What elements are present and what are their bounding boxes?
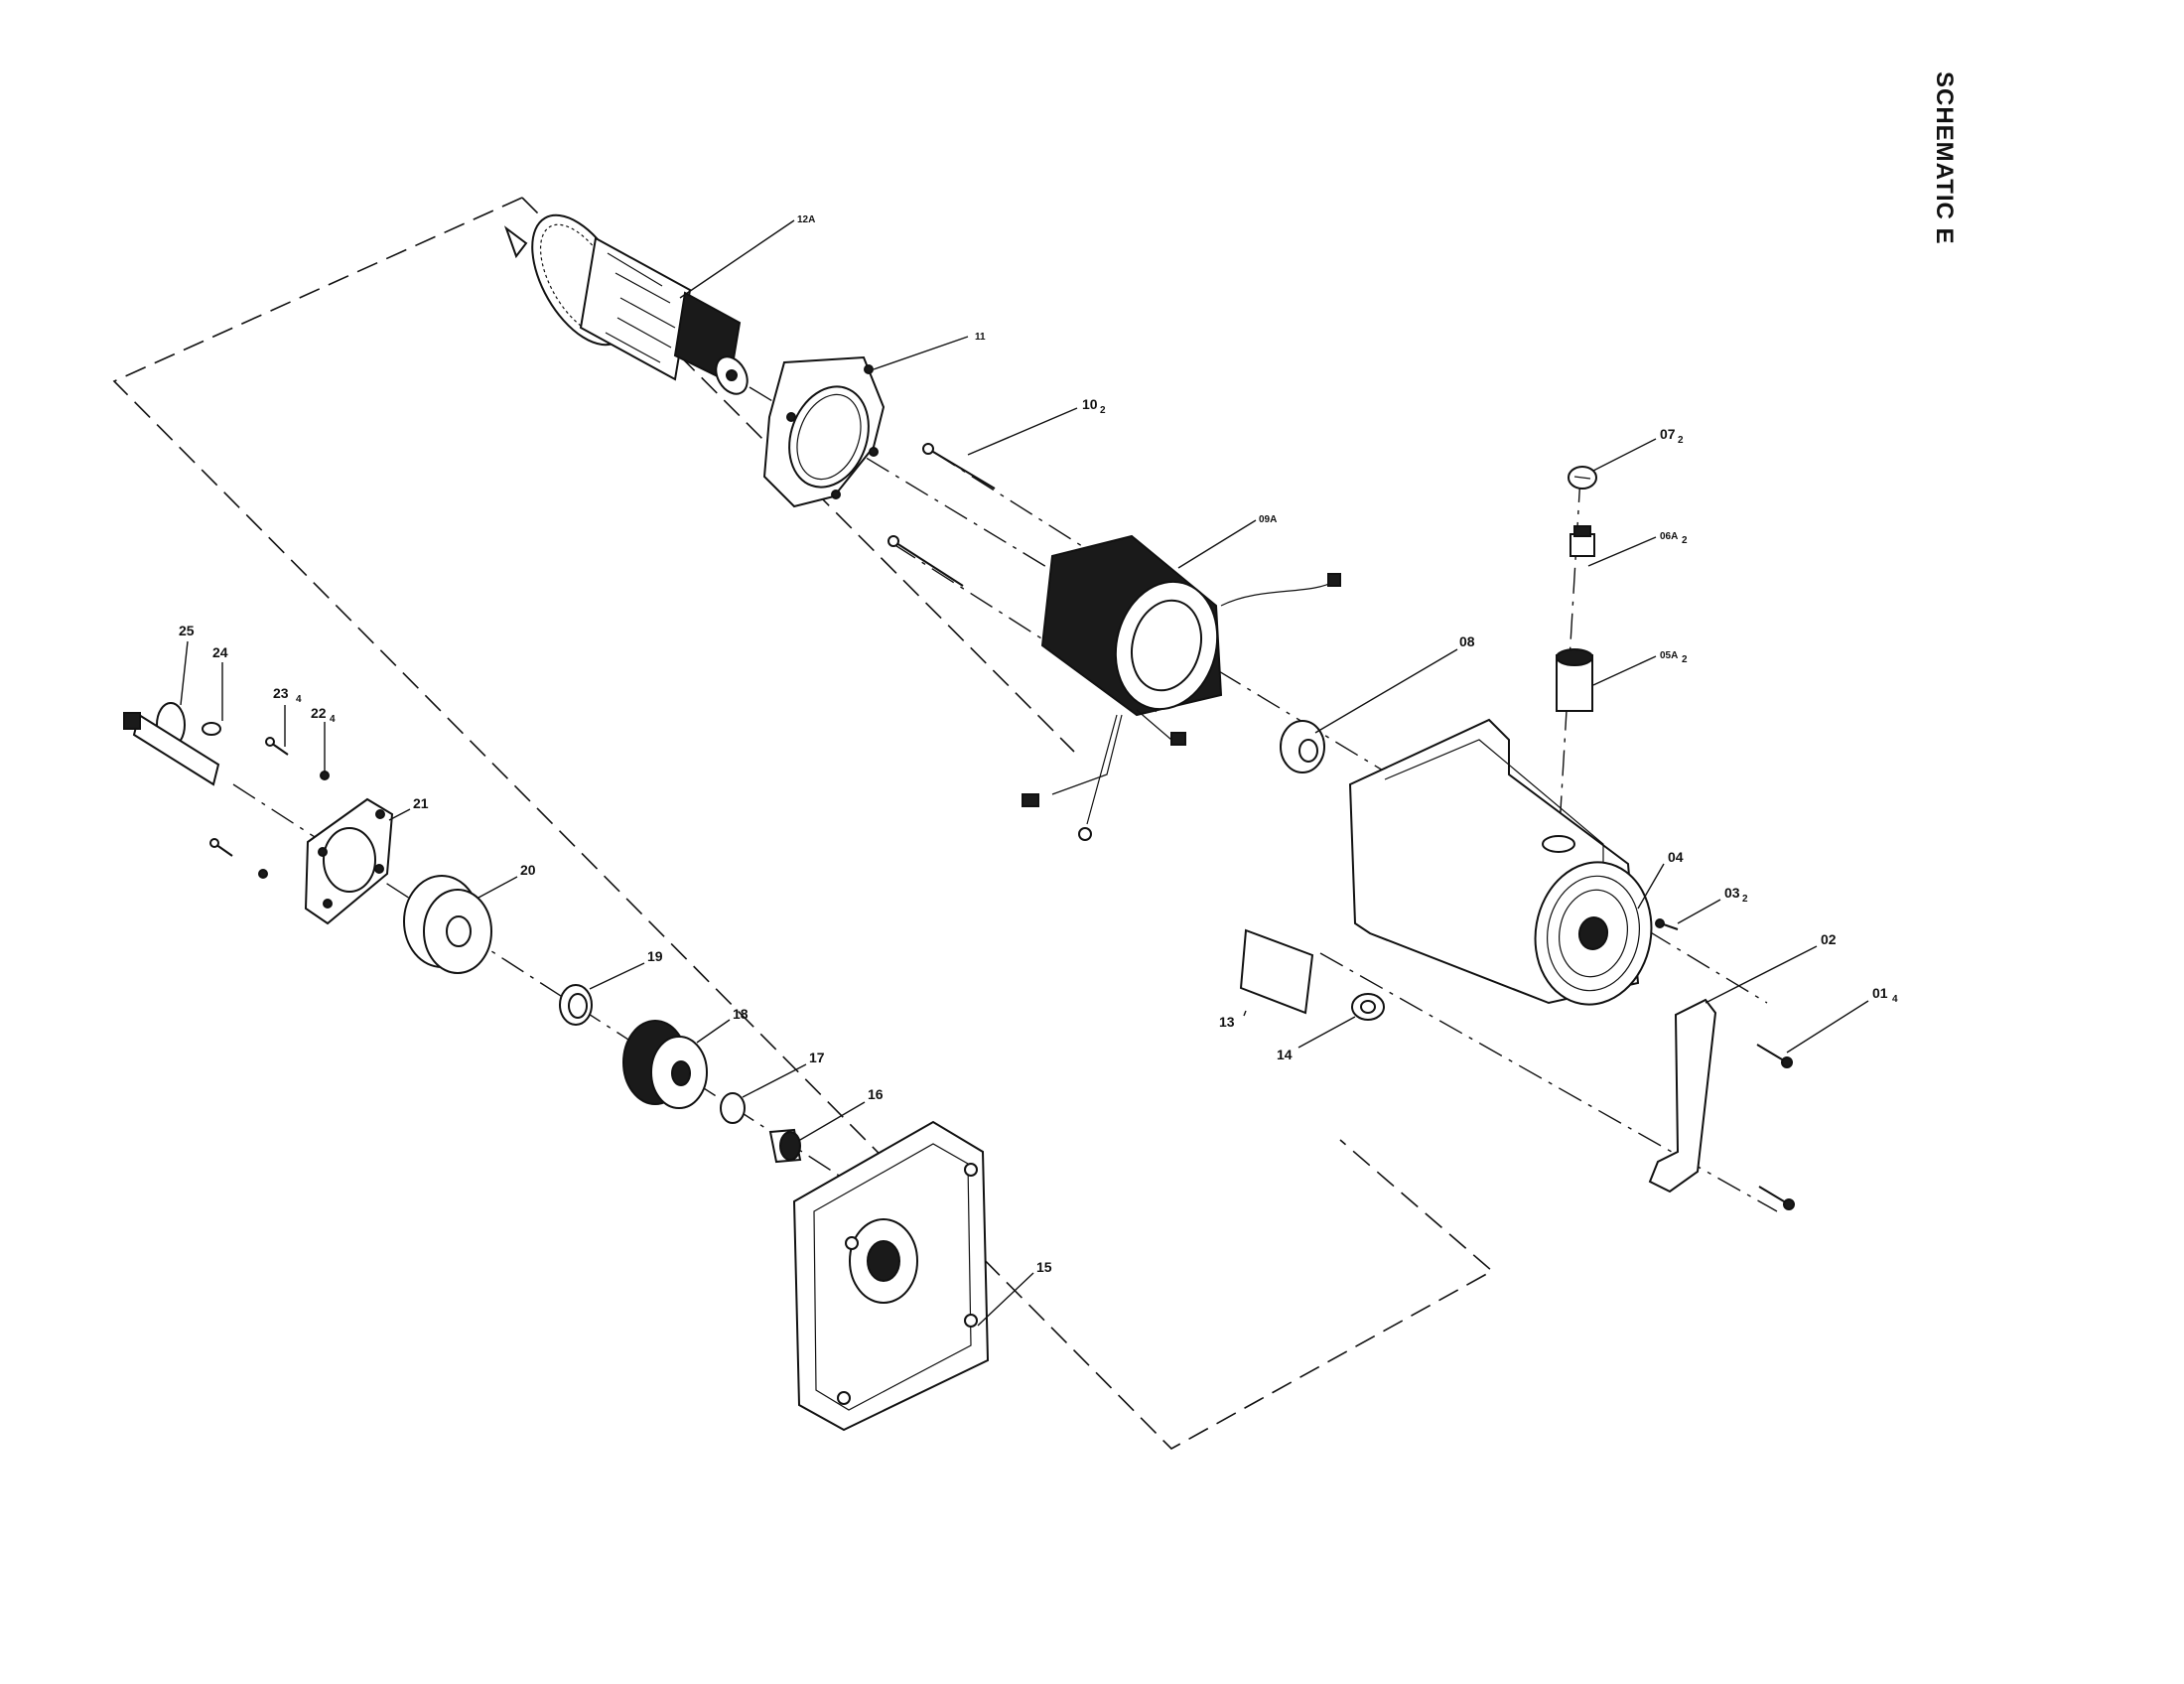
callout-06A-sub: 2 [1682,535,1688,546]
brush-cap-07 [1568,466,1597,490]
centerline-bolts-2 [932,451,1083,547]
label-plate-13 [1239,928,1314,1015]
callout-02: 02 [1821,931,1837,947]
callout-10-sub: 2 [1100,405,1106,416]
callout-14: 14 [1277,1047,1293,1062]
callout-19: 19 [647,948,663,964]
brush-06A [1570,525,1595,557]
callout-24: 24 [212,644,228,660]
callout-01-sub: 4 [1892,994,1898,1005]
armature-12A [503,213,749,395]
washer-19 [559,984,593,1026]
bearing-08 [1280,720,1325,773]
callout-12A: 12A [797,214,815,225]
end-plate-11 [762,355,886,508]
centerline-gear [232,783,865,1193]
bushing-16 [768,1128,802,1164]
callout-13: 13 [1219,1014,1235,1030]
callout-10: 10 [1082,396,1098,412]
bracket-02 [1648,998,1717,1193]
leader-lines [180,219,1869,1327]
centerline-bracket [1319,952,1778,1212]
washer-22 [258,771,330,879]
callout-20: 20 [520,862,536,878]
spindle-25 [123,702,220,786]
callout-17: 17 [809,1050,825,1065]
gear-18 [622,1020,708,1109]
callout-05A-sub: 2 [1682,654,1688,665]
nut-14 [1351,993,1385,1021]
callout-08: 08 [1459,633,1475,649]
callout-04: 04 [1668,849,1684,865]
callout-25: 25 [179,623,195,638]
brush-holder-05A [1556,648,1593,712]
bearing-20 [403,875,492,974]
callout-23-sub: 4 [296,694,302,705]
callout-22-sub: 4 [330,714,336,725]
callout-16: 16 [868,1086,884,1102]
callout-11: 11 [975,332,986,343]
callout-03-sub: 2 [1742,894,1748,905]
snap-ring-17 [720,1092,746,1124]
callout-01: 01 [1872,985,1888,1001]
screw-03 [1655,918,1679,930]
motor-housing-04 [1348,718,1653,1006]
field-coil-09A [1022,534,1341,841]
screw-23 [209,737,289,857]
gear-case-15 [792,1120,990,1432]
callout-06A: 06A [1660,531,1678,542]
callout-labels: 12A 11 10 2 09A 07 2 06A 2 05A 2 08 04 0… [179,214,1898,1275]
callout-09A: 09A [1259,514,1277,525]
callout-21: 21 [413,795,429,811]
key-24 [202,722,221,736]
callout-07-sub: 2 [1678,435,1684,446]
through-bolts-10 [887,443,996,587]
callout-18: 18 [733,1006,749,1022]
schematic-title: SCHEMATIC E [1931,71,1958,245]
callout-07: 07 [1660,426,1676,442]
callout-22: 22 [311,705,327,721]
callout-23: 23 [273,685,289,701]
screws-01 [1756,1044,1795,1210]
flange-21 [304,797,394,925]
callout-03: 03 [1724,885,1740,901]
callout-15: 15 [1036,1259,1052,1275]
callout-05A: 05A [1660,650,1678,661]
centerline-armature [749,386,1768,1004]
envelope-outline [112,197,1494,1450]
